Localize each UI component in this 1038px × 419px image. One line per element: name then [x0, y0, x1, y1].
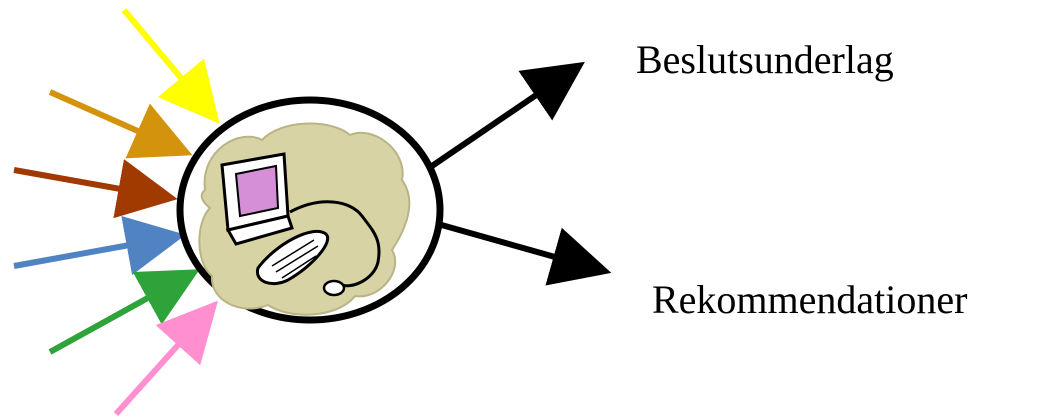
output-label-rekommendationer: Rekommendationer	[652, 277, 968, 322]
output-label-beslutsunderlag: Beslutsunderlag	[636, 37, 894, 82]
input-arrow-brown	[13, 159, 178, 219]
output-arrow-bottom	[437, 221, 612, 286]
input-arrow-orange	[48, 89, 193, 159]
input-arrow-blue	[13, 215, 186, 276]
computer-clipart-icon	[176, 96, 444, 324]
input-arrow-yellow	[121, 8, 220, 124]
output-arrow-top	[430, 61, 585, 169]
input-arrow-pink	[113, 300, 219, 417]
input-arrow-green	[48, 269, 200, 355]
